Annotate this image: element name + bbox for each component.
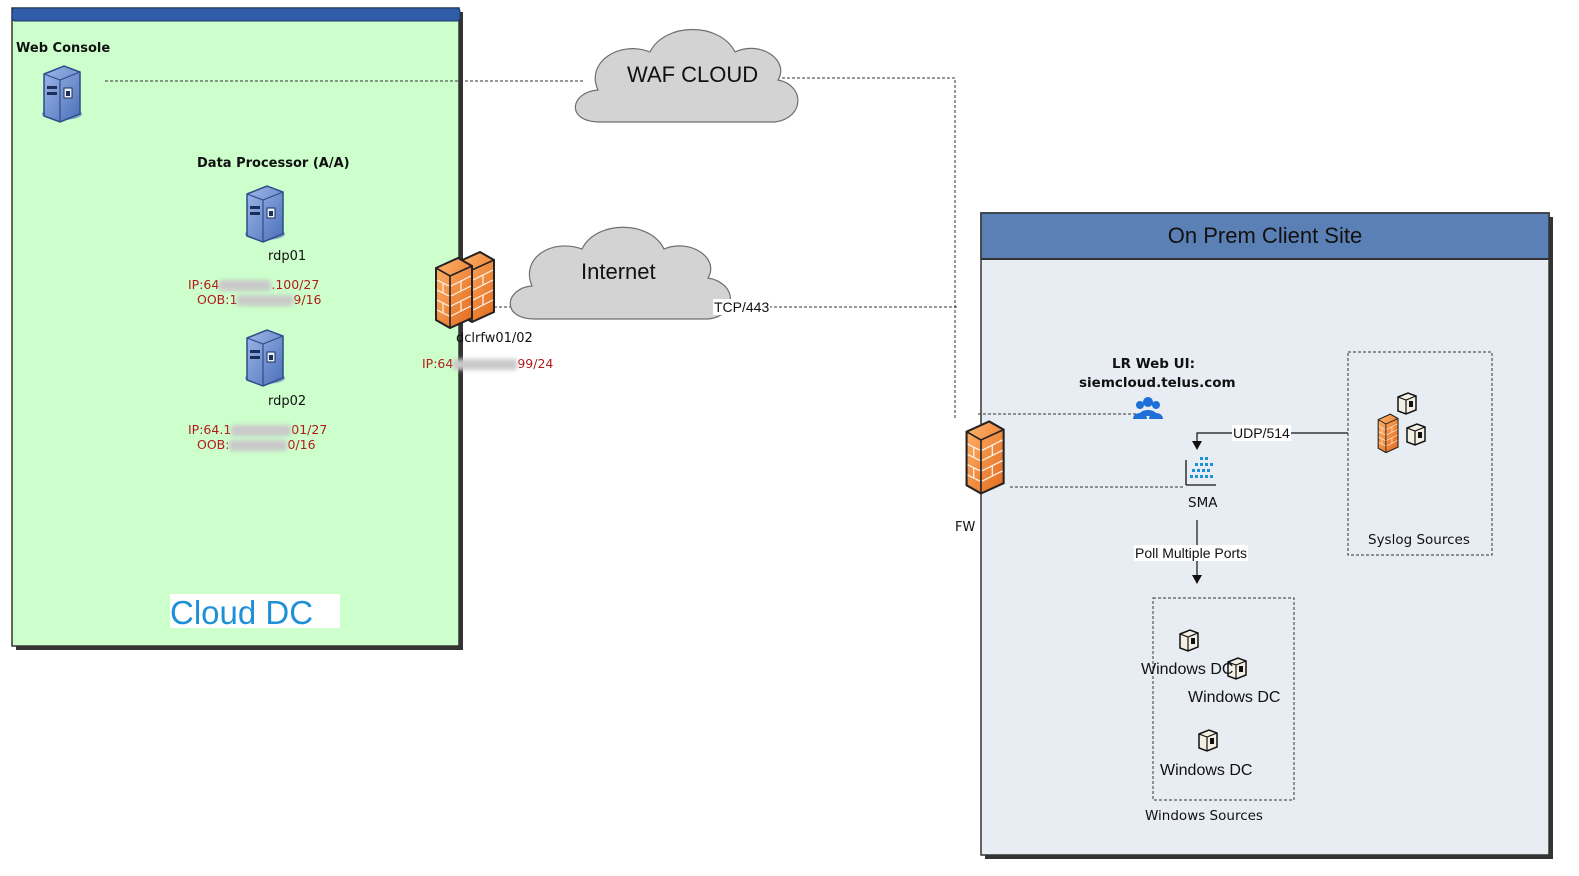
on-prem-title: On Prem Client Site [1167, 223, 1363, 248]
web-console-label: Web Console [16, 41, 111, 56]
rdp01-server-icon [244, 185, 286, 243]
users-icon [1133, 397, 1163, 419]
dclrfw-label: dclrfw01/02 [456, 331, 533, 346]
cloud-dc-label: Cloud DC [170, 594, 314, 631]
tcp-443-label: TCP/443 [713, 299, 771, 315]
windows-dc-3-label: Windows DC [1160, 762, 1253, 779]
lr-web-ui-title: LR Web UI: [1112, 356, 1196, 372]
rdp01-label: rdp01 [268, 249, 307, 264]
dclrfw-firewall-icon [435, 251, 495, 329]
waf-cloud-label: WAF CLOUD [627, 62, 759, 87]
windows-dc-1-label: Windows DC [1141, 661, 1234, 678]
fw-firewall-icon [965, 420, 1005, 495]
on-prem-panel [980, 212, 1553, 859]
connection-lines [105, 77, 1493, 801]
data-processor-title: Data Processor (A/A) [197, 156, 350, 171]
sma-icon [1185, 457, 1216, 486]
windows-dc-3-icon [1198, 729, 1218, 752]
windows-dc-2-label: Windows DC [1188, 689, 1281, 706]
sma-label: SMA [1188, 495, 1218, 511]
windows-sources-label: Windows Sources [1145, 808, 1263, 824]
lr-web-ui-host: siemcloud.telus.com [1079, 375, 1236, 391]
rdp02-label: rdp02 [268, 394, 307, 409]
udp-514-label: UDP/514 [1232, 425, 1291, 441]
waf-cloud-shape [574, 28, 799, 123]
syslog-sources-label: Syslog Sources [1368, 532, 1470, 548]
internet-cloud-label: Internet [581, 259, 656, 284]
rdp02-oob: OOB:0/16 [197, 437, 316, 452]
fw-label: FW [955, 520, 976, 535]
internet-cloud-shape [509, 226, 732, 320]
poll-ports-label: Poll Multiple Ports [1134, 545, 1249, 561]
rdp02-server-icon [244, 329, 286, 387]
web-console-server-icon [41, 65, 83, 123]
windows-dc-1-icon [1179, 629, 1199, 652]
rdp01-ip: IP:64.100/27 [188, 277, 320, 292]
cloud-dc-panel [11, 7, 463, 650]
